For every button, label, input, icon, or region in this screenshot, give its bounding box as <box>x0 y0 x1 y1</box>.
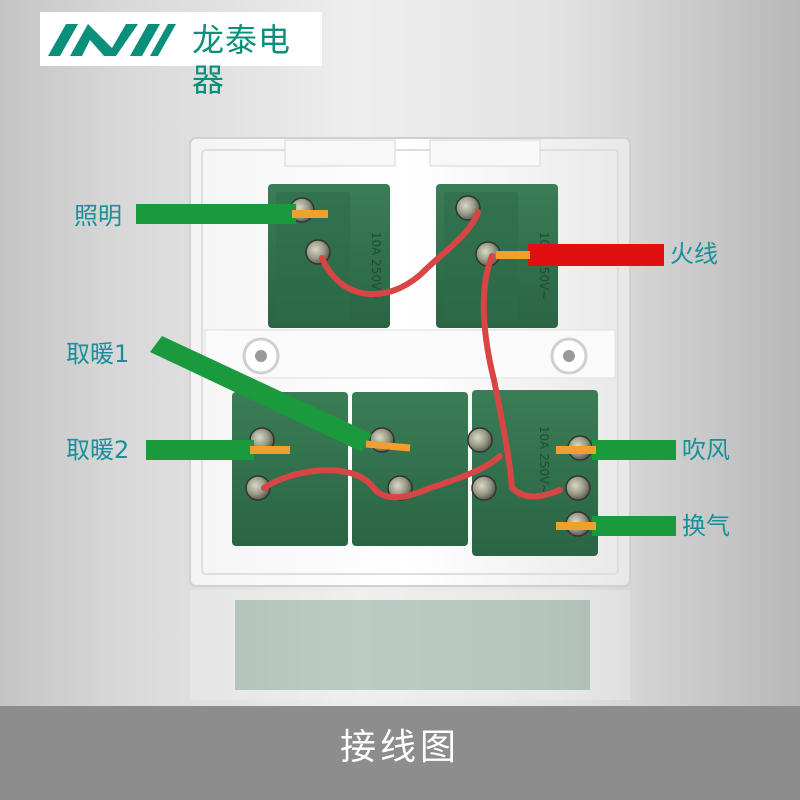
rating-mark-1: 10A 250V~ <box>369 232 383 300</box>
jumper-wires <box>261 209 563 501</box>
screw <box>467 427 493 453</box>
load-wire-blower <box>556 440 676 460</box>
label-lighting: 照明 <box>74 202 122 230</box>
label-heater-1: 取暖1 <box>66 340 130 368</box>
label-live-wire: 火线 <box>670 240 718 268</box>
footer-title: 接线图 <box>339 727 460 768</box>
screw <box>455 195 481 221</box>
jumper-wire-riser <box>480 253 515 491</box>
switch-module-heater-1 <box>352 392 468 546</box>
live-wire <box>496 244 664 266</box>
jumper-wire-top <box>319 209 481 298</box>
label-ventilation: 换气 <box>682 512 730 540</box>
load-wire-ventilation <box>556 516 676 536</box>
plate-reflection <box>190 590 630 700</box>
load-wire-heater-2 <box>146 440 290 460</box>
load-wires <box>136 204 676 536</box>
rating-mark-3: 10A 250V~ <box>537 426 551 494</box>
label-heater-2: 取暖2 <box>66 436 130 464</box>
screw <box>245 475 271 501</box>
brand-logo: 龙泰电器 <box>40 12 322 99</box>
load-wire-heater-1 <box>150 336 411 452</box>
brand-name: 龙泰电器 <box>192 21 292 99</box>
jumper-wire-bottom <box>261 453 503 501</box>
brand-mark-icon <box>48 24 176 56</box>
screw <box>565 475 591 501</box>
screw <box>305 239 331 265</box>
label-blower: 吹风 <box>682 436 730 464</box>
jumper-wire-right <box>509 485 563 500</box>
footer-bar: 接线图 <box>0 706 800 800</box>
screw <box>471 475 497 501</box>
load-wire-lighting <box>136 204 328 224</box>
